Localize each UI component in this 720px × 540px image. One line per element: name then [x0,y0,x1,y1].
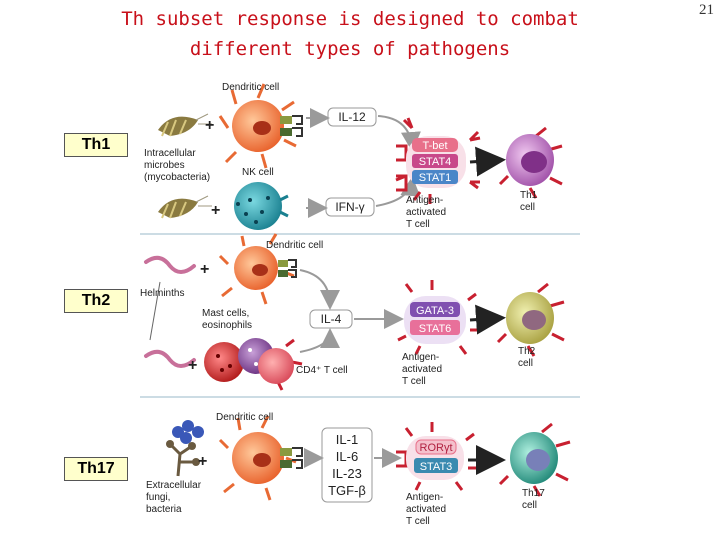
cytokine-label: IL-23 [332,466,362,481]
arrow [377,115,421,152]
pathogen-label: bacteria [146,504,182,515]
inducer-label: Dendritic cell [266,240,323,251]
pathogen-label: (mycobacteria) [144,172,210,183]
tf-label: STAT4 [419,156,452,168]
inducer-label: Dendritic cell [216,412,273,423]
dendritic-cell-icon [218,415,297,501]
row-label-th1: Th1 [64,133,128,157]
slide-number: 21 [699,2,714,18]
th17-cell-icon [498,422,571,497]
effector-label: cell [522,500,537,511]
nk-cell-icon [234,182,289,230]
pathogen-mycobacteria-icon [158,113,212,219]
inducer-label: Mast cells, [202,308,249,319]
plus-sign: + [198,453,207,470]
transcription-factor-stat3 [414,458,458,473]
cytokine-label: IL-12 [338,110,366,124]
inducer-label: CD4⁺ T cell [296,365,348,376]
row-label-th2: Th2 [64,289,128,313]
cytokine-box [309,309,353,329]
cytokine-label: TGF-β [328,483,366,498]
th1-cell-icon [498,126,563,199]
t-cell-label: activated [406,504,446,515]
pathogen-label: Extracellular [146,480,202,491]
arrow [469,304,506,335]
slide-title-line-1: Th subset response is designed to combat [121,8,579,30]
tf-label: RORγt [420,442,453,454]
t-cell-label: Antigen- [402,352,439,363]
t-cell-label: Antigen- [406,195,443,206]
pathogen-label: fungi, [146,492,170,503]
tf-label: STAT3 [420,461,453,473]
transcription-factor-stat1 [412,170,458,184]
effector-label: cell [520,202,535,213]
t-cell-receptors [397,280,480,355]
t-cell-label: Antigen- [406,492,443,503]
tf-label: T-bet [422,140,447,152]
t-cell-label: T cell [406,219,430,230]
cd4-t-cell-icon [258,338,303,391]
t-cell-label: T cell [406,516,430,527]
th2-cell-icon [496,282,565,357]
receptor-icon [280,115,303,137]
effector-label: cell [518,358,533,369]
transcription-factor-stat6 [410,320,460,335]
arrow [299,328,340,353]
tf-label: GATA-3 [416,305,454,317]
pathogen-label: Intracellular [144,148,196,159]
effector-label: Th1 [520,190,538,201]
cytokine-label: IL-6 [336,449,358,464]
cytokine-label: IL-1 [336,432,358,447]
arrow [299,269,340,310]
cytokine-label: IFN-γ [335,200,364,214]
transcription-factor-stat4 [412,154,458,168]
receptor-icon [278,259,297,278]
t-cell-receptors [395,117,481,204]
receptor-icon [280,447,303,469]
plus-sign: + [211,202,220,219]
effector-label: Th2 [518,346,536,357]
t-cell-label: T cell [402,376,426,387]
arrow [469,146,506,177]
pathogen-label: microbes [144,160,185,171]
row-label-th17: Th17 [64,457,128,481]
plus-sign: + [188,357,197,374]
tf-label: STAT1 [419,172,452,184]
inducer-label: NK cell [242,167,274,178]
plus-sign: + [200,261,209,278]
pathogen-label: Helminths [140,288,184,299]
dendritic-cell-icon [218,233,295,305]
effector-label: Th17 [522,488,545,499]
transcription-factor-gata3 [410,302,460,317]
mast-cell-icon [204,342,244,382]
t-cell-label: activated [406,207,446,218]
cytokine-label: IL-4 [321,312,342,326]
transcription-factor-rorgt [415,439,457,455]
inducer-label: Dendritic cell [222,82,279,93]
pathogen-helminth-icon [144,255,196,368]
plus-sign: + [205,117,214,134]
t-cell-label: activated [402,364,442,375]
arrow [375,176,421,207]
slide-title-line-2: different types of pathogens [189,38,511,60]
pathogen-fungi-bacteria-icon [166,420,204,477]
dendritic-cell-icon [218,83,297,169]
tf-label: STAT6 [419,323,452,335]
transcription-factor-tbet [412,138,458,152]
inducer-label: eosinophils [202,320,252,331]
